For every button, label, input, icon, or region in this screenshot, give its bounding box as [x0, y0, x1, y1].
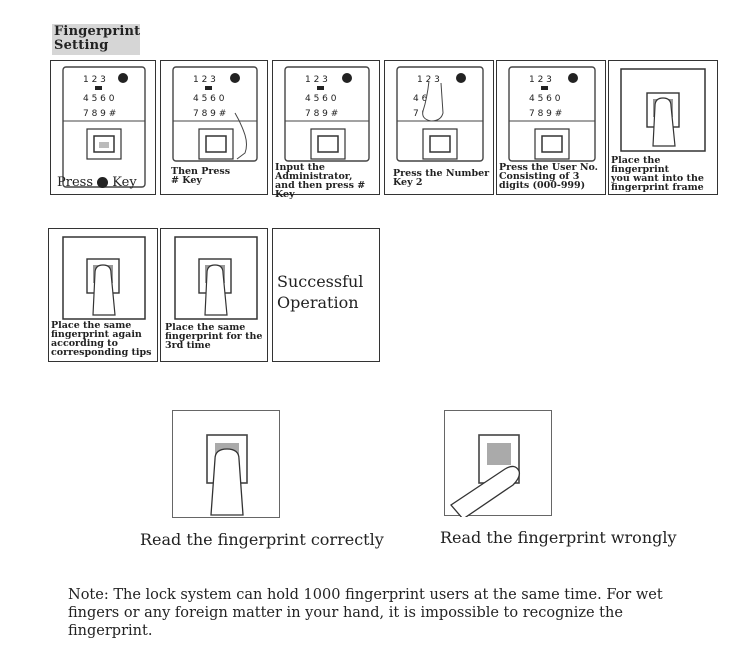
- success-message: Successful Operation: [277, 272, 364, 312]
- keypad-row-3: 7 8 9 #: [83, 109, 116, 119]
- keypad-row-3: 7 8 9 #: [305, 109, 338, 119]
- lock-keypad-illustration: 1 2 3 4 5 6 0 7 8 9 #: [508, 66, 596, 162]
- keypad-row-3: 7 8 9 #: [529, 109, 562, 119]
- fingerprint-placement-illustration: [620, 68, 706, 152]
- step-6-panel: Place the fingerprint you want into the …: [608, 60, 718, 195]
- step-8-panel: Place the same fingerprint for the 3rd t…: [160, 228, 268, 362]
- fingerprint-placement-illustration: [174, 236, 258, 320]
- lock-keypad-illustration: 1 2 3 4 6 0 7 9 #: [396, 66, 484, 162]
- lock-keypad-illustration: 1 2 3 4 5 6 0 7 8 9 #: [172, 66, 258, 162]
- fingerprint-sensor: [86, 128, 122, 160]
- step-6-caption: Place the fingerprint you want into the …: [611, 155, 704, 193]
- step-8-caption: Place the same fingerprint for the 3rd t…: [165, 322, 263, 351]
- wrong-sample-panel: [444, 410, 552, 517]
- step-4-caption: Press the Number Key 2: [393, 168, 490, 188]
- keypad-row-1: 1 2 3: [417, 75, 440, 85]
- step-2-caption: Then Press # Key: [171, 166, 231, 186]
- step-3-caption: Input the Administrator, and then press …: [275, 162, 366, 200]
- finger-pointer-icon: [422, 80, 444, 122]
- keypad-row-1: 1 2 3: [529, 75, 552, 85]
- finger-icon: [204, 264, 228, 316]
- keypad-row-2: 4 5 6 0: [193, 94, 225, 104]
- bell-key-icon: [568, 73, 578, 83]
- step-7-caption: Place the same fingerprint again accordi…: [51, 320, 152, 358]
- wrong-fingerprint-illustration: [450, 434, 521, 517]
- section-title: Fingerprint Setting: [52, 24, 140, 55]
- finger-icon: [210, 448, 244, 516]
- bell-key-icon: [118, 73, 128, 83]
- finger-icon: [652, 97, 676, 147]
- note-text: Note: The lock system can hold 1000 fing…: [68, 587, 663, 639]
- keypad-row-1: 1 2 3: [83, 75, 106, 85]
- step-1-caption: Press Key: [57, 175, 154, 190]
- bell-key-icon: [456, 73, 466, 83]
- fingerprint-placement-illustration: [62, 236, 146, 320]
- keypad-row-3: 7 8 9 #: [193, 109, 226, 119]
- keypad-row-2: 4 5 6 0: [83, 94, 115, 104]
- step-5-caption: Press the User No. Consisting of 3 digit…: [499, 162, 598, 191]
- step-4-panel: 1 2 3 4 6 0 7 9 # Press the Number Key 2: [384, 60, 494, 195]
- step-1-caption-part-1: Press: [57, 175, 93, 190]
- bell-key-icon: [230, 73, 240, 83]
- step-5-panel: 1 2 3 4 5 6 0 7 8 9 # Press the User No.…: [496, 60, 606, 195]
- finger-icon: [92, 264, 116, 316]
- title-line-2: Setting: [54, 38, 109, 53]
- correct-fingerprint-illustration: [206, 434, 248, 516]
- step-1-panel: 1 2 3 4 5 6 0 7 8 9 # Press Key: [50, 60, 156, 195]
- correct-sample-panel: [172, 410, 280, 518]
- step-1-caption-part-2: Key: [112, 175, 137, 190]
- keypad-row-2: 4 6 0: [413, 94, 436, 104]
- keypad-row-2: 4 5 6 0: [305, 94, 337, 104]
- step-9-panel: Successful Operation: [272, 228, 380, 362]
- bell-key-icon: [342, 73, 352, 83]
- keypad-row-2: 4 5 6 0: [529, 94, 561, 104]
- lock-keypad-illustration: 1 2 3 4 5 6 0 7 8 9 #: [284, 66, 370, 162]
- finger-pointer-icon: [234, 112, 247, 160]
- finger-icon: [450, 465, 521, 517]
- step-7-panel: Place the same fingerprint again accordi…: [48, 228, 158, 362]
- keypad-row-1: 1 2 3: [193, 75, 216, 85]
- keypad-row-1: 1 2 3: [305, 75, 328, 85]
- wrong-sample-label: Read the fingerprint wrongly: [440, 528, 677, 547]
- bell-key-icon: [97, 177, 109, 188]
- title-line-1: Fingerprint: [54, 24, 141, 39]
- step-2-panel: 1 2 3 4 5 6 0 7 8 9 # Then Press # Key: [160, 60, 268, 195]
- correct-sample-label: Read the fingerprint correctly: [140, 530, 384, 549]
- step-3-panel: 1 2 3 4 5 6 0 7 8 9 # Input the Administ…: [272, 60, 380, 199]
